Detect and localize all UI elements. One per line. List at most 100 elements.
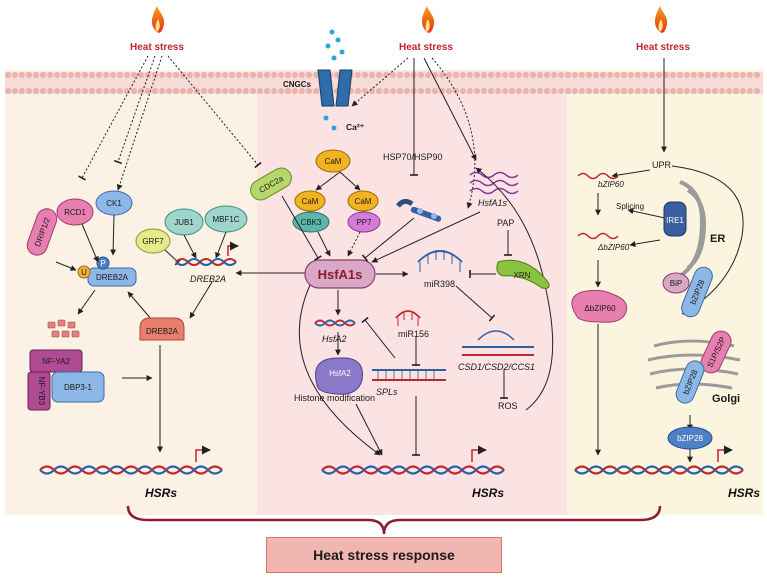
- lipid-head: [257, 72, 263, 78]
- heat-stress-left: Heat stress: [130, 42, 184, 53]
- lipid-head: [33, 88, 39, 94]
- lipid-head: [208, 88, 214, 94]
- lipid-head: [236, 88, 242, 94]
- lipid-head: [747, 72, 753, 78]
- left-panel: [5, 70, 257, 515]
- lipid-head: [47, 72, 53, 78]
- lipid-head: [558, 72, 564, 78]
- lipid-head: [166, 72, 172, 78]
- lipid-head: [579, 72, 585, 78]
- lipid-head: [243, 88, 249, 94]
- lipid-head: [376, 88, 382, 94]
- ire1-protein: IRE1: [663, 201, 687, 237]
- lipid-head: [544, 88, 550, 94]
- lipid-head: [285, 88, 291, 94]
- dbzip60-label: ΔbZIP60: [584, 304, 616, 313]
- hsfa1s-label: HsfA1s: [318, 267, 363, 282]
- lipid-head: [229, 72, 235, 78]
- lipid-head: [166, 88, 172, 94]
- pap-label: PAP: [497, 218, 514, 228]
- right-dna: [574, 445, 744, 475]
- lipid-head: [75, 88, 81, 94]
- left-heat-lines: [78, 55, 262, 191]
- lipid-head: [362, 88, 368, 94]
- cngc-channel: [317, 29, 353, 131]
- lipid-head: [54, 72, 60, 78]
- lipid-head: [138, 72, 144, 78]
- lipid-head: [138, 88, 144, 94]
- lipid-head: [516, 72, 522, 78]
- lipid-head: [5, 72, 11, 78]
- lipid-head: [404, 88, 410, 94]
- lipid-head: [558, 88, 564, 94]
- lipid-head: [12, 72, 18, 78]
- lipid-head: [593, 88, 599, 94]
- lipid-head: [257, 88, 263, 94]
- histone-label: Histone modification: [294, 393, 375, 403]
- flame-icon: [654, 6, 668, 33]
- lipid-head: [684, 72, 690, 78]
- lipid-head: [607, 72, 613, 78]
- middle-dna: [321, 445, 505, 475]
- dreb2a-tf-label: DREB2A: [146, 327, 179, 336]
- lipid-head: [432, 88, 438, 94]
- lipid-head: [334, 72, 340, 78]
- jub1-protein: JUB1: [164, 208, 204, 236]
- ubiquitin-label: U: [81, 268, 87, 277]
- lipid-head: [579, 88, 585, 94]
- lipid-head: [733, 72, 739, 78]
- lipid-head: [733, 88, 739, 94]
- lipid-head: [355, 72, 361, 78]
- lipid-head: [152, 88, 158, 94]
- middle-panel: [257, 70, 567, 515]
- dbp31-label: DBP3-1: [64, 383, 93, 392]
- lipid-head: [418, 72, 424, 78]
- hsp-chaperone: [396, 198, 442, 222]
- lipid-head: [439, 72, 445, 78]
- lipid-head: [61, 72, 67, 78]
- lipid-head: [250, 72, 256, 78]
- dreb2a-protein-label: DREB2A: [96, 273, 129, 282]
- hsfa2-protein: HsfA2: [315, 357, 363, 395]
- lipid-head: [26, 88, 32, 94]
- lipid-head: [5, 88, 11, 94]
- dreb2a-tf: DREB2A: [139, 317, 185, 341]
- spls-label: SPLs: [376, 387, 398, 397]
- lipid-head: [33, 72, 39, 78]
- lipid-head: [726, 72, 732, 78]
- lipid-head: [614, 88, 620, 94]
- lipid-head: [460, 88, 466, 94]
- lipid-head: [208, 72, 214, 78]
- lipid-head: [712, 88, 718, 94]
- lipid-head: [201, 88, 207, 94]
- lipid-head: [502, 88, 508, 94]
- lipid-head: [705, 88, 711, 94]
- hsrs-middle: HSRs: [472, 486, 504, 500]
- lipid-head: [488, 72, 494, 78]
- lipid-head: [642, 72, 648, 78]
- lipid-head: [600, 88, 606, 94]
- lipid-head: [40, 72, 46, 78]
- lipid-head: [621, 72, 627, 78]
- bzip60-mrna: [577, 172, 619, 240]
- phospho-label: P: [100, 259, 105, 268]
- dbzip60-gene-label: ΔbZIP60: [597, 243, 630, 252]
- rcd1-label: RCD1: [64, 208, 86, 217]
- ire1-label: IRE1: [666, 216, 684, 225]
- nfyb3-label: NF-YB3: [37, 377, 46, 406]
- lipid-head: [670, 88, 676, 94]
- lipid-head: [131, 88, 137, 94]
- lipid-head: [453, 72, 459, 78]
- lipid-head: [495, 72, 501, 78]
- lipid-head: [404, 72, 410, 78]
- lipid-head: [425, 72, 431, 78]
- lipid-head: [530, 88, 536, 94]
- mbf1c-protein: MBF1C: [204, 205, 248, 233]
- lipid-head: [698, 72, 704, 78]
- lipid-head: [712, 72, 718, 78]
- lipid-head: [614, 72, 620, 78]
- hsrs-left: HSRs: [145, 486, 177, 500]
- lipid-head: [544, 72, 550, 78]
- lipid-head: [607, 88, 613, 94]
- lipid-head: [488, 88, 494, 94]
